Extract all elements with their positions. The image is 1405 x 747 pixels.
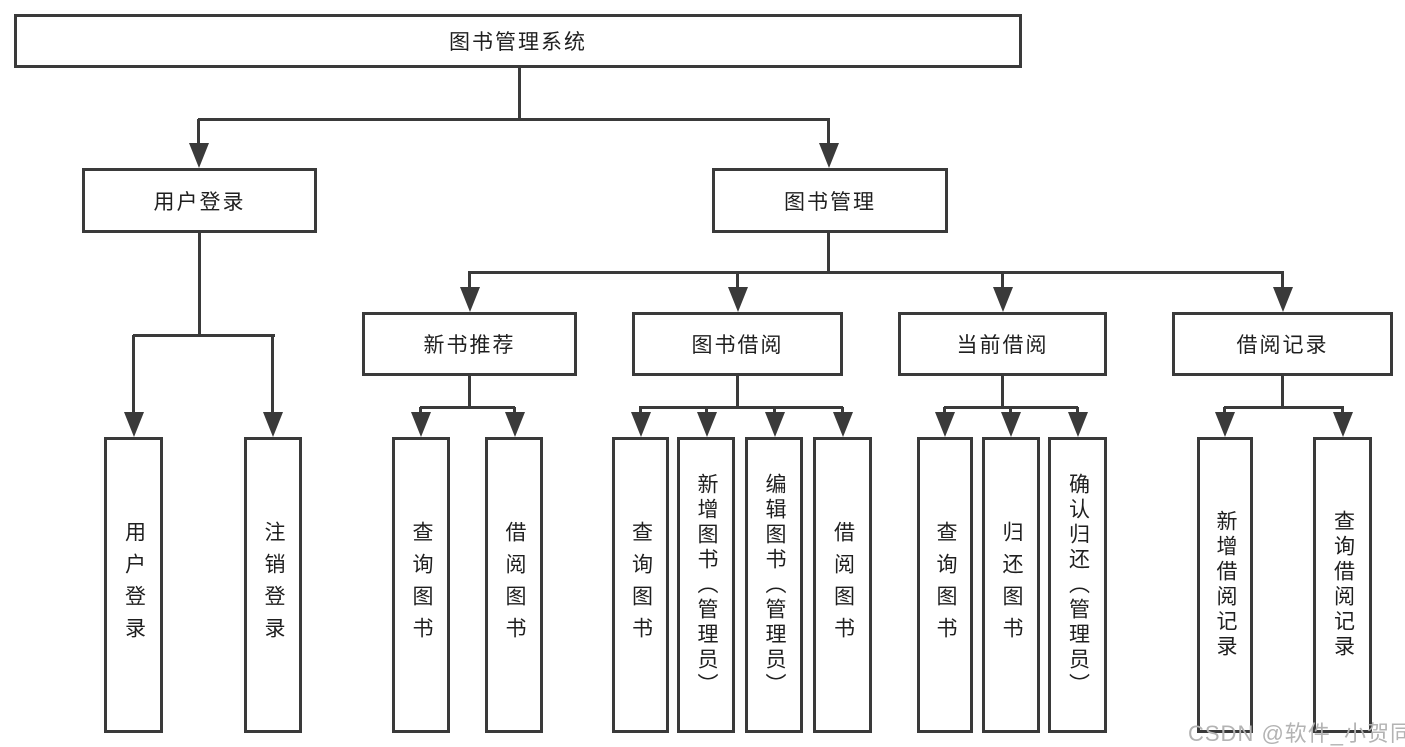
node-label: 查询图书: [410, 521, 433, 649]
leaf-borrowing-add-books-admin: 新增图书（管理员）: [677, 437, 735, 733]
leaf-borrowing-edit-books-admin: 编辑图书（管理员）: [745, 437, 803, 733]
connector-line: [133, 334, 275, 337]
connector-arrow: [1076, 407, 1079, 412]
connector-arrow: [1009, 407, 1012, 412]
node-label: 借阅图书: [831, 521, 855, 649]
node-book-borrowing: 图书借阅: [632, 312, 843, 376]
connector-arrow: [1281, 272, 1284, 287]
connector-arrow: [736, 272, 739, 287]
node-label: 编辑图书（管理员）: [763, 472, 786, 698]
node-user-login: 用户登录: [82, 168, 317, 233]
connector-line: [420, 406, 515, 409]
node-label: 注销登录: [262, 521, 285, 649]
connector-line: [198, 118, 830, 121]
connector-arrow: [639, 407, 642, 412]
node-label: 借阅图书: [503, 521, 526, 649]
node-borrowing-records: 借阅记录: [1172, 312, 1393, 376]
connector-line: [736, 376, 739, 407]
leaf-borrowing-borrow-books: 借阅图书: [813, 437, 872, 733]
csdn-watermark: CSDN @软件_小贺同学: [1188, 721, 1405, 746]
node-label: 图书管理系统: [449, 31, 587, 54]
connector-line: [1281, 376, 1284, 407]
connector-arrow: [271, 335, 274, 412]
connector-arrow: [468, 272, 471, 287]
leaf-logout: 注销登录: [244, 437, 302, 733]
node-label: 当前借阅: [956, 334, 1049, 357]
leaf-records-query-record: 查询借阅记录: [1313, 437, 1372, 733]
node-current-borrowing: 当前借阅: [898, 312, 1107, 376]
connector-line: [198, 233, 201, 336]
node-label: 查询图书: [629, 521, 653, 649]
connector-arrow: [827, 119, 830, 143]
node-label: 新书推荐: [423, 334, 516, 357]
node-label: 确认归还（管理员）: [1066, 472, 1090, 698]
connector-line: [468, 271, 1284, 274]
node-label: 图书借阅: [691, 334, 784, 357]
connector-arrow: [419, 407, 422, 412]
connector-line: [1224, 406, 1344, 409]
leaf-borrowing-query-books: 查询图书: [612, 437, 669, 733]
leaf-recommend-borrow-books: 借阅图书: [485, 437, 543, 733]
connector-arrow: [132, 335, 135, 412]
node-label: 用户登录: [153, 190, 246, 214]
connector-line: [827, 233, 830, 273]
node-label: 用户登录: [122, 521, 146, 649]
connector-arrow: [1341, 407, 1344, 412]
leaf-current-confirm-return-admin: 确认归还（管理员）: [1048, 437, 1107, 733]
connector-arrow: [197, 119, 200, 143]
node-book-management: 图书管理: [712, 168, 948, 233]
connector-arrow: [841, 407, 844, 412]
connector-arrow: [773, 407, 776, 412]
connector-arrow: [705, 407, 708, 412]
connector-arrow: [1223, 407, 1226, 412]
connector-arrow: [1001, 272, 1004, 287]
connector-arrow: [513, 407, 516, 412]
leaf-current-query-books: 查询图书: [917, 437, 973, 733]
leaf-records-add-record: 新增借阅记录: [1197, 437, 1253, 733]
node-label: 查询借阅记录: [1331, 510, 1355, 660]
node-label: 新增图书（管理员）: [695, 472, 718, 698]
node-label: 查询图书: [934, 521, 957, 649]
leaf-current-return-books: 归还图书: [982, 437, 1040, 733]
node-library-management-system: 图书管理系统: [14, 14, 1022, 68]
connector-arrow: [943, 407, 946, 412]
node-label: 归还图书: [1000, 521, 1023, 649]
connector-line: [468, 376, 471, 407]
node-label: 借阅记录: [1236, 334, 1329, 357]
connector-line: [518, 68, 521, 119]
node-label: 图书管理: [784, 190, 876, 214]
leaf-user-login: 用户登录: [104, 437, 163, 733]
connector-line: [1001, 376, 1004, 407]
leaf-recommend-query-books: 查询图书: [392, 437, 450, 733]
node-label: 新增借阅记录: [1214, 510, 1237, 660]
connector-line: [639, 406, 843, 409]
node-new-book-recommend: 新书推荐: [362, 312, 577, 376]
